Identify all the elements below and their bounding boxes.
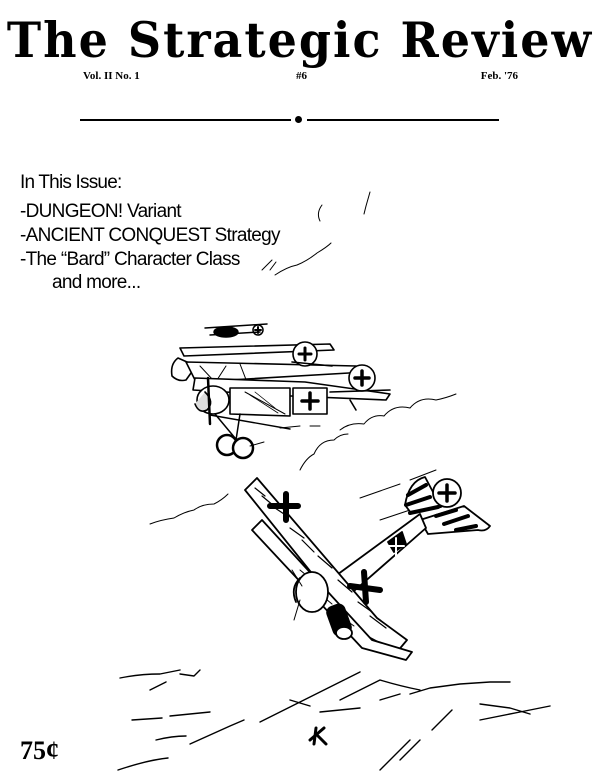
issue-number: #6	[296, 70, 307, 82]
contents-item-ancient-conquest: -ANCIENT CONQUEST Strategy	[20, 225, 281, 246]
contents-more: and more...	[52, 272, 141, 293]
formation-plane-upper	[170, 341, 367, 395]
divider-left	[80, 119, 291, 121]
divider-dot	[295, 116, 302, 123]
distant-plane	[204, 323, 268, 338]
volume-label: Vol. II No. 1	[83, 70, 140, 82]
issue-date: Feb. '76	[480, 70, 518, 82]
sketch-marks	[261, 191, 371, 276]
contents-item-dungeon: -DUNGEON! Variant	[20, 201, 182, 222]
divider-right	[307, 119, 499, 121]
price-label: 75¢	[20, 736, 59, 765]
foreground-biplane	[244, 476, 491, 661]
contents-item-bard: -The “Bard” Character Class	[20, 249, 240, 270]
formation-plane-lower	[192, 364, 391, 460]
clouds	[149, 393, 457, 525]
magazine-title: The Strategic Review	[6, 11, 594, 69]
landscape	[117, 669, 551, 771]
contents-heading: In This Issue:	[20, 172, 122, 193]
table-of-contents: In This Issue: -DUNGEON! Variant -ANCIEN…	[20, 172, 281, 294]
